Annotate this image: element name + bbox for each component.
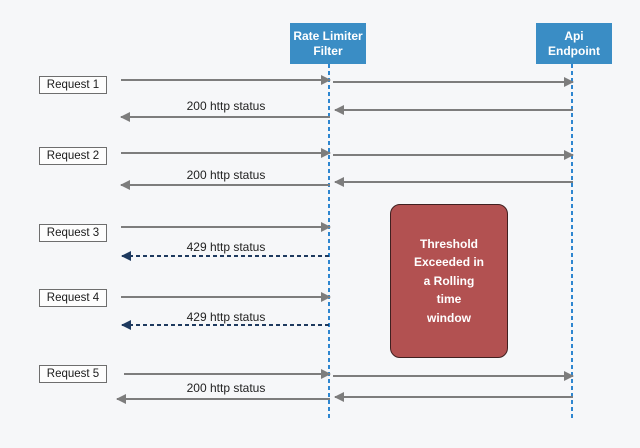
lifeline-api-endpoint bbox=[571, 64, 573, 418]
arrow-return1-api-to-filter bbox=[334, 105, 573, 115]
status-label-4: 429 http status bbox=[186, 310, 266, 324]
request-label-2: Request 2 bbox=[46, 150, 100, 162]
status-label-1: 200 http status bbox=[186, 99, 266, 113]
note-threshold-exceeded: Threshold Exceeded in a Rolling time win… bbox=[390, 204, 508, 358]
arrow-return5-filter-to-client bbox=[116, 394, 330, 404]
request-box-4: Request 4 bbox=[39, 289, 107, 307]
lifeline-rate-limiter-filter bbox=[328, 64, 330, 418]
arrow-return1-filter-to-client bbox=[120, 112, 330, 122]
request-box-5: Request 5 bbox=[39, 365, 107, 383]
actor-label-rate-limiter-filter: Rate Limiter Filter bbox=[293, 29, 363, 58]
arrow-return4-blocked-filter-to-client bbox=[121, 320, 330, 330]
arrow-request4-client-to-filter bbox=[121, 292, 331, 302]
note-text: Threshold Exceeded in a Rolling time win… bbox=[413, 236, 485, 325]
request-label-1: Request 1 bbox=[46, 79, 100, 91]
arrow-request5-filter-to-api bbox=[333, 371, 574, 381]
arrow-request1-filter-to-api bbox=[333, 77, 574, 87]
request-box-1: Request 1 bbox=[39, 76, 107, 94]
arrow-request5-client-to-filter bbox=[124, 369, 331, 379]
actor-box-api-endpoint: Api Endpoint bbox=[536, 23, 612, 64]
arrow-return2-api-to-filter bbox=[334, 177, 573, 187]
status-label-5: 200 http status bbox=[186, 381, 266, 395]
request-box-2: Request 2 bbox=[39, 147, 107, 165]
status-label-2: 200 http status bbox=[186, 168, 266, 182]
status-label-3: 429 http status bbox=[186, 240, 266, 254]
actor-label-api-endpoint: Api Endpoint bbox=[548, 29, 600, 58]
request-label-5: Request 5 bbox=[46, 368, 100, 380]
arrow-return5-api-to-filter bbox=[334, 392, 573, 402]
arrow-request3-client-to-filter bbox=[121, 222, 331, 232]
arrow-return2-filter-to-client bbox=[120, 180, 330, 190]
arrow-request1-client-to-filter bbox=[121, 75, 331, 85]
arrow-request2-filter-to-api bbox=[333, 150, 574, 160]
request-label-3: Request 3 bbox=[46, 227, 100, 239]
request-label-4: Request 4 bbox=[46, 292, 100, 304]
actor-box-rate-limiter-filter: Rate Limiter Filter bbox=[290, 23, 366, 64]
arrow-return3-blocked-filter-to-client bbox=[121, 251, 330, 261]
arrow-request2-client-to-filter bbox=[121, 148, 331, 158]
request-box-3: Request 3 bbox=[39, 224, 107, 242]
